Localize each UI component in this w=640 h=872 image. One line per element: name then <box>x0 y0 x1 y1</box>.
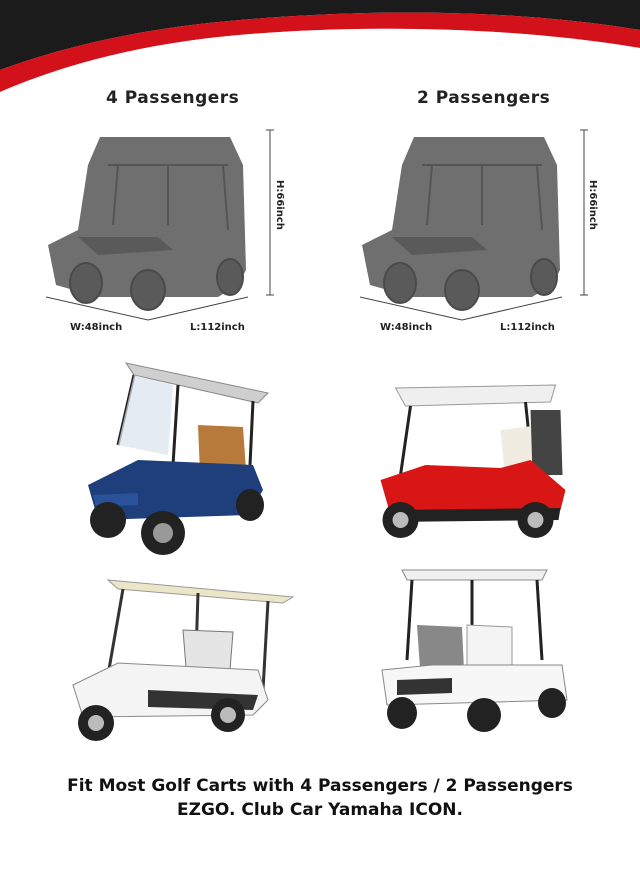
two-passenger-cover-diagram <box>359 129 588 321</box>
white-golf-cart-rear-image <box>381 569 568 732</box>
four-passenger-cover-diagram <box>45 129 274 321</box>
four-width-label: W:48inch <box>70 322 123 333</box>
compatibility-caption-line2: EZGO. Club Car Yamaha ICON. <box>177 800 463 820</box>
red-golf-cart-image <box>380 384 566 538</box>
two-length-label: L:112inch <box>500 322 555 333</box>
four-height-label: H:66inch <box>274 180 285 230</box>
four-length-label: L:112inch <box>190 322 245 333</box>
two-passenger-heading: 2 Passengers <box>417 88 551 108</box>
decorative-banner <box>0 0 640 95</box>
white-golf-cart-image <box>72 579 295 741</box>
compatibility-caption-line1: Fit Most Golf Carts with 4 Passengers / … <box>67 776 573 796</box>
blue-golf-cart-image <box>88 362 270 555</box>
two-height-label: H:66inch <box>587 180 598 230</box>
four-passenger-heading: 4 Passengers <box>106 88 240 108</box>
two-width-label: W:48inch <box>380 322 433 333</box>
